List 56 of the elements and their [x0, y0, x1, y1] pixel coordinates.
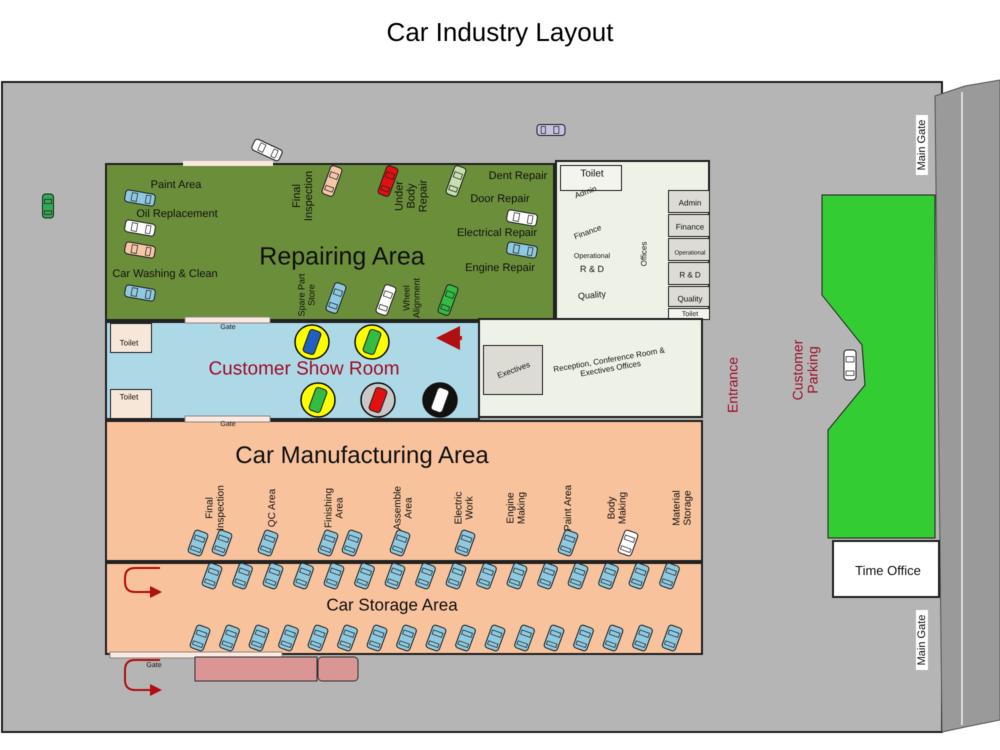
room-label: Toilet — [579, 168, 605, 180]
area-label: QC Area — [266, 488, 278, 530]
repairing-area — [105, 163, 555, 321]
diagram-title: Car Industry Layout — [386, 18, 614, 47]
room-label: Offices — [640, 240, 650, 268]
office-cabin — [668, 286, 710, 307]
entrance-label: Entrance — [725, 356, 741, 416]
area-label: Electrical Repair — [456, 226, 538, 240]
office-block — [555, 160, 710, 320]
time-office — [832, 540, 940, 598]
area-label: Finance — [572, 222, 604, 244]
room-label: Time Office — [854, 564, 922, 578]
room-label: R & D — [678, 272, 702, 280]
area-title: Customer Parking — [790, 338, 822, 402]
area-title: Car Storage Area — [325, 596, 459, 616]
room-label: Admin — [678, 200, 702, 208]
area-label: Engine Making — [505, 490, 527, 526]
area-label: Material Storage — [671, 489, 693, 528]
area-label: Engine Repair — [464, 262, 536, 274]
executive-office — [483, 345, 543, 395]
office-cabin — [668, 238, 710, 261]
area-label: Final Inspection — [204, 484, 226, 533]
room-label: Finance — [674, 224, 706, 232]
room-label: Reception, Conference Room & Exectives Offices — [552, 345, 666, 380]
room-label: Quality — [676, 296, 704, 304]
room-label: Toilet — [118, 340, 140, 348]
area-label: Assemble Area — [392, 485, 414, 532]
gate-label: Main Gate — [916, 610, 928, 670]
area-label: Dent Repair — [488, 170, 548, 182]
area-label: Oil Replacement — [135, 208, 219, 220]
area-label: Finishing Area — [323, 486, 345, 530]
office-cabin — [668, 214, 710, 237]
gate-label: Main Gate — [916, 115, 928, 175]
area-label: Wheel Alignment — [402, 276, 422, 320]
area-label: Final Inspection — [290, 170, 316, 224]
area-label: Under Body Repair — [392, 178, 430, 214]
area-label: Door Repair — [469, 192, 531, 206]
area-title: Car Manufacturing Area — [234, 442, 490, 470]
area-title: Customer Show Room — [207, 360, 401, 380]
area-title: Repairing Area — [258, 243, 426, 271]
area-label: Body Making — [606, 490, 628, 526]
area-label: Admin — [572, 183, 599, 202]
area-label: Spare Part Store — [297, 272, 317, 318]
manufacturing-area — [105, 420, 703, 562]
office-cabin — [668, 262, 710, 285]
office-cabin — [668, 190, 710, 213]
toilet-room — [110, 323, 152, 353]
area-label: Paint Area — [150, 178, 202, 192]
room-label: Toilet — [118, 394, 140, 402]
toilet-room — [110, 389, 152, 419]
area-label: Car Washing & Clean — [111, 268, 219, 280]
reception-block — [478, 318, 703, 418]
area-label: Paint Area — [562, 484, 574, 534]
area-label: Quality — [576, 288, 608, 304]
area-label: Electric Work — [453, 490, 475, 526]
area-label: R & D — [578, 265, 605, 275]
